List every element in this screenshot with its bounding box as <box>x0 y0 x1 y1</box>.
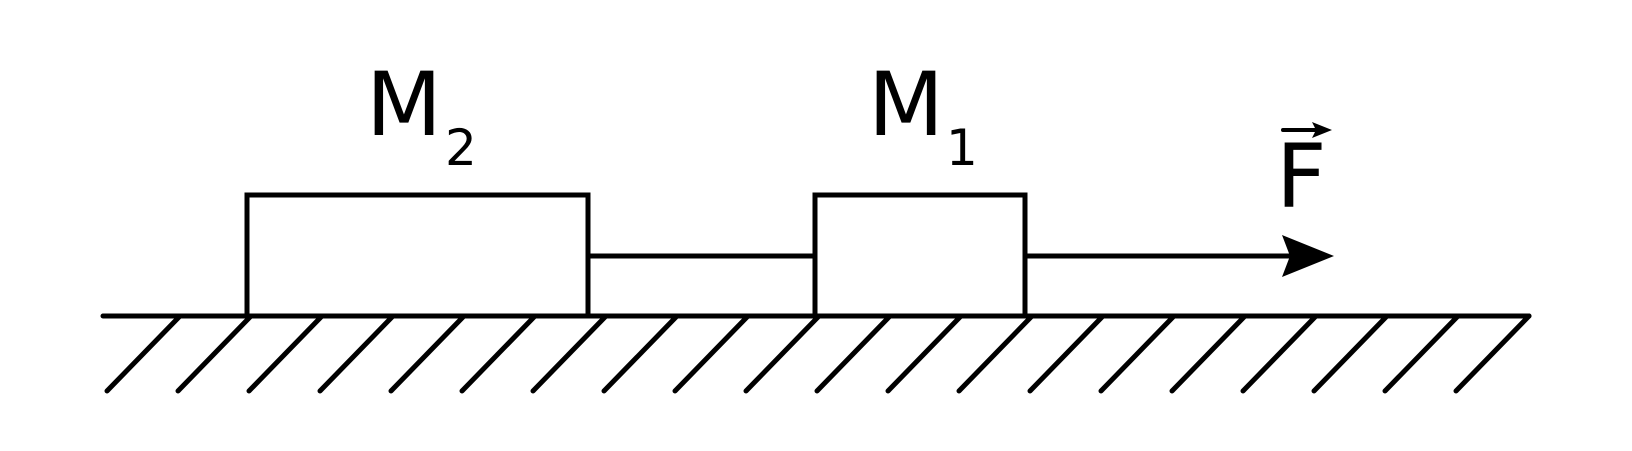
hatch-mark <box>246 313 325 394</box>
hatch-mark <box>672 313 751 394</box>
hatch-mark <box>1027 313 1106 394</box>
hatch-mark <box>530 313 609 394</box>
label-m1: M <box>868 53 944 156</box>
hatch-mark <box>1382 313 1461 394</box>
hatch-mark <box>104 313 183 394</box>
hatch-mark <box>459 313 538 394</box>
force-arrow-head <box>1282 235 1334 277</box>
hatch-mark <box>743 313 822 394</box>
hatch-mark <box>317 313 396 394</box>
hatch-mark <box>1169 313 1248 394</box>
label-m1-subscript: 1 <box>946 119 978 177</box>
label-m2: M <box>366 53 442 156</box>
hatch-mark <box>388 313 467 394</box>
hatch-mark <box>1240 313 1319 394</box>
ground-hatching <box>104 313 1532 394</box>
hatch-mark <box>1453 313 1532 394</box>
force-vector-arrow-icon <box>1281 122 1332 138</box>
hatch-mark <box>601 313 680 394</box>
hatch-mark <box>885 313 964 394</box>
hatch-mark <box>175 313 254 394</box>
block-m1 <box>812 192 1028 319</box>
block-m2 <box>244 192 591 319</box>
hatch-mark <box>1311 313 1390 394</box>
hatch-mark <box>956 313 1035 394</box>
label-m2-subscript: 2 <box>445 119 477 177</box>
hatch-mark <box>1098 313 1177 394</box>
hatch-mark <box>814 313 893 394</box>
label-force: F <box>1276 125 1327 228</box>
